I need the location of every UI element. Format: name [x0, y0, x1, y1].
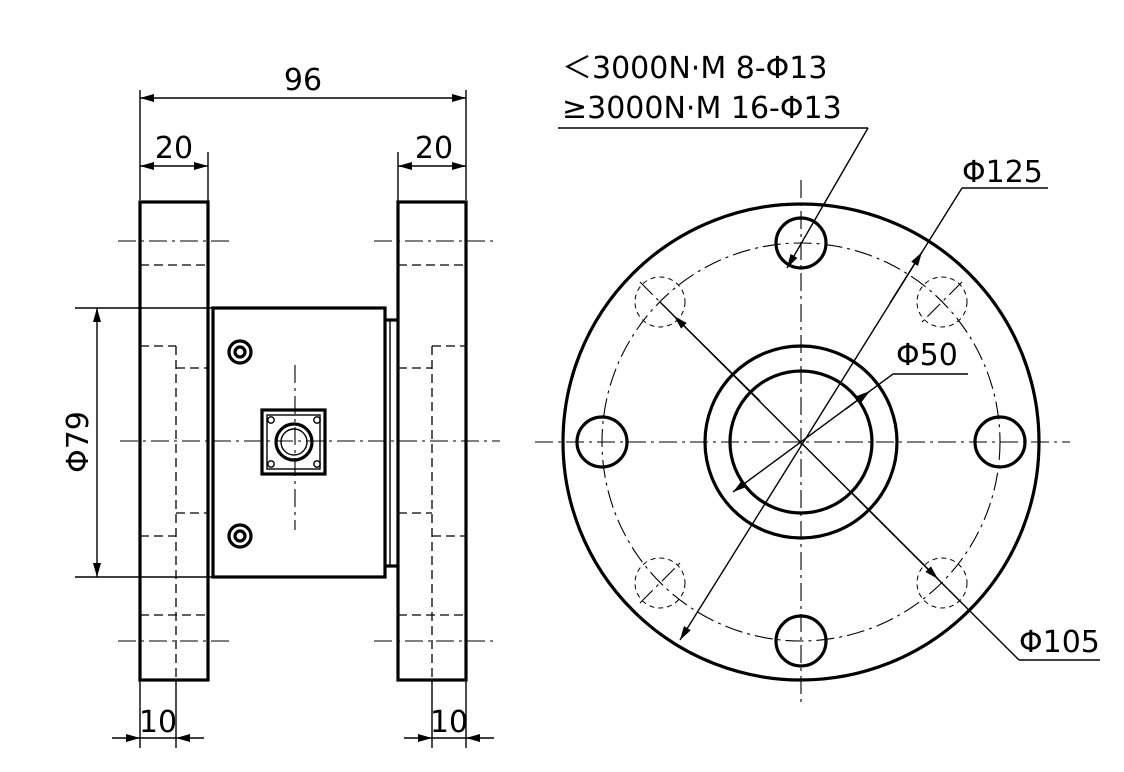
side-view-center-lines — [118, 240, 500, 642]
dim-body-diameter: Φ79 — [61, 307, 213, 578]
dim-left-flange: 20 — [140, 131, 209, 202]
hole-note: ＜3000N·M 8-Φ13 ≥3000N·M 16-Φ13 — [558, 51, 869, 269]
dim-left-offset-label: 10 — [139, 705, 177, 740]
dim-bolt-circle-label: Φ105 — [1019, 625, 1100, 660]
front-view: ＜3000N·M 8-Φ13 ≥3000N·M 16-Φ13 Φ125 Φ50 … — [535, 51, 1100, 705]
dim-bolt-circle: Φ105 — [659, 301, 1100, 661]
dim-hub-diameter: Φ50 — [732, 338, 968, 493]
hole-note-line-2: ≥3000N·M 16-Φ13 — [562, 91, 842, 126]
dim-overall-length: 96 — [139, 63, 467, 200]
dim-right-flange-label: 20 — [415, 131, 453, 166]
dim-right-offset: 10 — [404, 680, 494, 748]
dim-left-offset: 10 — [112, 680, 204, 748]
dim-outer-diameter: Φ125 — [679, 155, 1048, 641]
left-flange-hidden-lines — [140, 264, 208, 680]
dim-hub-diameter-label: Φ50 — [896, 338, 958, 373]
dim-right-offset-label: 10 — [430, 705, 468, 740]
bolt-hole-right — [973, 415, 1027, 469]
body-screw-bottom — [227, 523, 253, 549]
dim-right-flange: 20 — [397, 131, 466, 202]
dim-overall-length-label: 96 — [284, 63, 322, 98]
hub-inner-circle — [728, 369, 874, 515]
bolt-hole-bottom — [774, 614, 828, 668]
bolt-hole-left — [575, 415, 629, 469]
body-screw-top — [227, 339, 253, 365]
outer-flange-circle — [561, 202, 1041, 682]
right-flange-hidden-lines — [398, 264, 466, 680]
sensor-body — [211, 306, 387, 579]
hole-note-line-1: ＜3000N·M 8-Φ13 — [562, 51, 827, 86]
connector-socket — [260, 408, 327, 476]
bolt-hole-top — [774, 216, 828, 270]
optional-bolt-holes — [634, 276, 968, 609]
dim-outer-diameter-label: Φ125 — [962, 155, 1043, 190]
side-view: 96 20 20 Φ79 10 — [61, 63, 500, 748]
dim-left-flange-label: 20 — [155, 131, 193, 166]
dim-body-diameter-label: Φ79 — [61, 411, 96, 473]
hub-outer-circle — [703, 344, 899, 540]
